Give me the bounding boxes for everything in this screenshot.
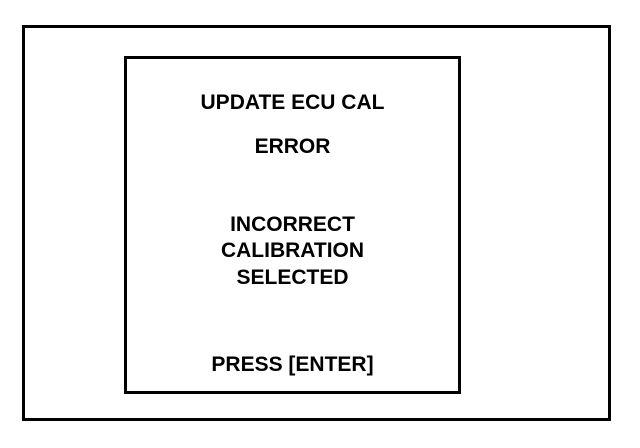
press-enter-prompt: PRESS [ENTER] xyxy=(211,353,374,376)
error-message-line: INCORRECT xyxy=(230,213,355,236)
error-status: ERROR xyxy=(254,135,331,158)
error-message-line: SELECTED xyxy=(236,266,349,289)
error-message-line: CALIBRATION xyxy=(220,239,365,262)
outer-frame xyxy=(22,25,611,421)
screen-title: UPDATE ECU CAL xyxy=(200,91,385,114)
display-screen: UPDATE ECU CAL ERROR INCORRECT CALIBRATI… xyxy=(124,56,461,394)
